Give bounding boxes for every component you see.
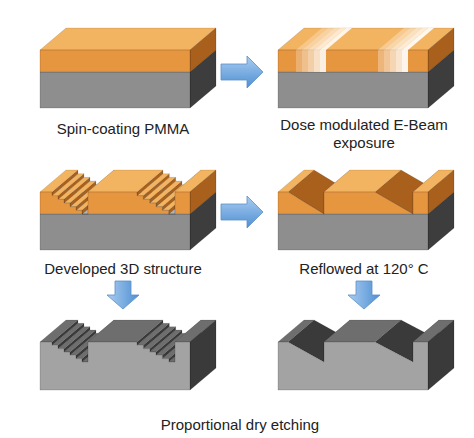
pmma-layer-surface	[88, 170, 163, 192]
substrate-surface	[278, 50, 454, 72]
pmma-layer-side-face	[428, 170, 454, 214]
substrate-front-face	[278, 214, 428, 250]
step-caption: Proportional dry etching	[20, 416, 460, 434]
exposure-dose-stripe	[314, 28, 346, 50]
etched-substrate-surface	[40, 320, 78, 342]
substrate-front-face	[40, 72, 190, 108]
developed-wafer	[40, 170, 216, 250]
pmma-layer-front-face	[40, 192, 190, 214]
pmma-layer-front-face	[40, 50, 190, 72]
process-step: Developed 3D structure	[28, 160, 218, 278]
exposure-dose-stripe	[378, 50, 384, 72]
process-arrow	[348, 281, 380, 309]
substrate-surface	[40, 50, 216, 72]
pmma-layer-surface	[278, 28, 454, 50]
step-caption: Dose modulated E-Beam exposure	[266, 116, 462, 152]
substrate-front-face	[278, 72, 428, 108]
pmma-layer-surface	[324, 170, 401, 192]
etched-smooth-wafer	[278, 320, 454, 390]
exposure-dose-stripe	[396, 50, 402, 72]
process-arrow	[221, 196, 263, 228]
exposure-dose-stripe	[302, 50, 308, 72]
pmma-layer-side-face	[190, 170, 216, 214]
exposure-dose-stripe	[314, 50, 320, 72]
etched-substrate-front-face	[278, 342, 428, 390]
exposure-dose-stripe	[296, 50, 302, 72]
substrate-front-face	[40, 214, 190, 250]
etched-substrate-front-face	[40, 342, 190, 390]
step-caption: Developed 3D structure	[28, 260, 218, 278]
exposure-dose-stripe	[402, 28, 434, 50]
exposed-wafer	[278, 28, 454, 108]
process-step: Reflowed at 120° C	[266, 160, 462, 278]
pmma-layer-surface	[40, 28, 216, 50]
etched-stepped-wafer	[40, 320, 216, 390]
etched-substrate-surface	[324, 320, 401, 342]
exposure-dose-stripe	[384, 50, 390, 72]
pmma-layer-front-face	[278, 50, 428, 72]
etched-substrate-side-face	[428, 320, 454, 390]
exposure-dose-stripe	[320, 28, 352, 50]
exposure-dose-stripe	[390, 50, 396, 72]
exposure-dose-stripe	[402, 50, 408, 72]
pmma-layer-front-face	[278, 192, 428, 214]
exposure-dose-stripe	[396, 28, 428, 50]
process-arrow	[107, 281, 139, 309]
pmma-layer-side-face	[190, 28, 216, 72]
process-step: Proportional dry etching	[20, 312, 460, 434]
pmma-layer-surface	[40, 170, 78, 192]
process-step: Spin-coating PMMA	[28, 0, 218, 138]
process-step: Dose modulated E-Beam exposure	[266, 0, 462, 152]
pmma-layer-side-face	[428, 28, 454, 72]
exposure-dose-stripe	[320, 50, 326, 72]
process-arrow	[221, 56, 263, 88]
exposure-dose-stripe	[308, 50, 314, 72]
reflowed-wafer	[278, 170, 454, 250]
step-caption: Spin-coating PMMA	[28, 120, 218, 138]
etched-substrate-surface	[88, 320, 163, 342]
pmma-layer-surface	[278, 170, 314, 192]
etched-substrate-surface	[278, 320, 314, 342]
etched-substrate-side-face	[190, 320, 216, 390]
step-caption: Reflowed at 120° C	[266, 260, 462, 278]
spin-coated-wafer	[40, 28, 216, 108]
